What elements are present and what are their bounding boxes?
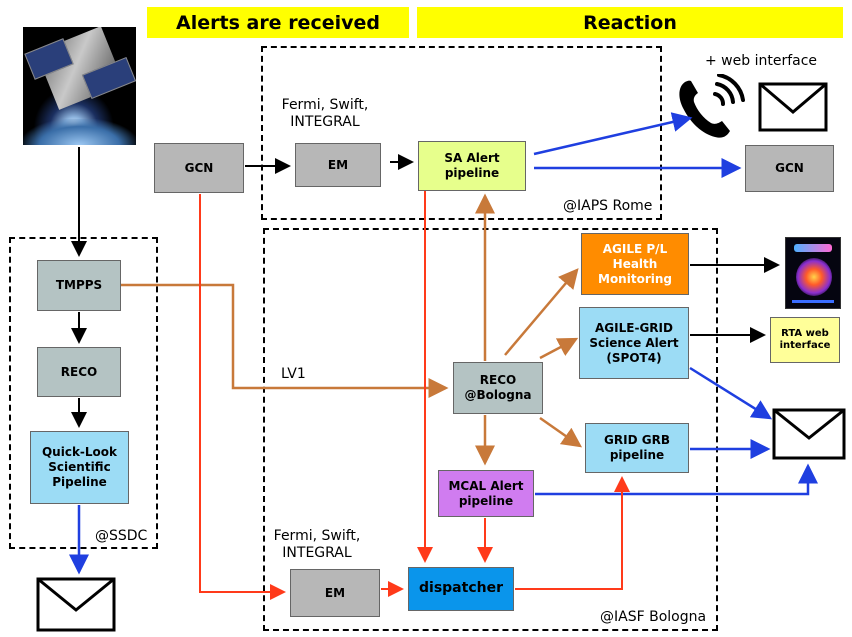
rta-web-interface-box: RTA web interface [770,317,840,363]
fermi-swift-integral-bottom: Fermi, Swift, INTEGRAL [273,528,361,561]
region-ssdc [9,237,158,549]
reco-left-box: RECO [37,347,121,397]
app-screenshot-image [785,237,841,309]
arrow-gcn-embottom [199,194,286,600]
satellite-image [23,27,136,145]
grid-grb-pipeline-box: GRID GRB pipeline [585,423,689,473]
envelope-icon-bottom-left [36,577,116,632]
fermi-swift-integral-top: Fermi, Swift, INTEGRAL [281,97,369,130]
arrow-reco-agilegrid [539,337,579,360]
sa-alert-pipeline-box: SA Alert pipeline [418,141,526,191]
arrow-mcal-mail [535,463,818,496]
region-iasf-bologna [263,228,718,631]
arrow-tmpps-reco-bologna [121,283,449,398]
arrow-reco-agilepl [504,268,579,356]
banner-alerts-received: Alerts are received [147,7,409,38]
envelope-icon-right [772,408,846,460]
lv1-label: LV1 [281,366,306,382]
web-interface-label: + web interface [705,53,818,69]
gcn-right-box: GCN [745,145,834,192]
em-top-box: EM [295,143,381,187]
envelope-icon-top [758,82,828,132]
arrow-sa-phone [533,112,693,156]
agile-pl-health-box: AGILE P/L Health Monitoring [581,233,689,295]
agile-grid-science-alert-box: AGILE-GRID Science Alert (SPOT4) [579,307,689,379]
banner-reaction: Reaction [417,7,843,38]
em-bottom-box: EM [290,569,380,617]
arrow-reco-gridgrb [539,416,583,448]
arrow-agilegrid-mail [689,366,773,420]
iasf-bologna-label: @IASF Bologna [600,609,707,625]
gcn-left-box: GCN [154,143,244,193]
region-iaps-rome [261,46,662,220]
arrow-dispatcher-gridgrb [515,476,630,590]
tmpps-box: TMPPS [37,260,121,311]
quicklook-pipeline-box: Quick-Look Scientific Pipeline [30,431,129,504]
phone-icon [675,73,747,140]
dispatcher-box: dispatcher [408,567,514,611]
iaps-rome-label: @IAPS Rome [563,198,653,214]
ssdc-label: @SSDC [95,528,148,544]
mcal-alert-pipeline-box: MCAL Alert pipeline [438,470,534,517]
reco-bologna-box: RECO @Bologna [453,362,543,414]
